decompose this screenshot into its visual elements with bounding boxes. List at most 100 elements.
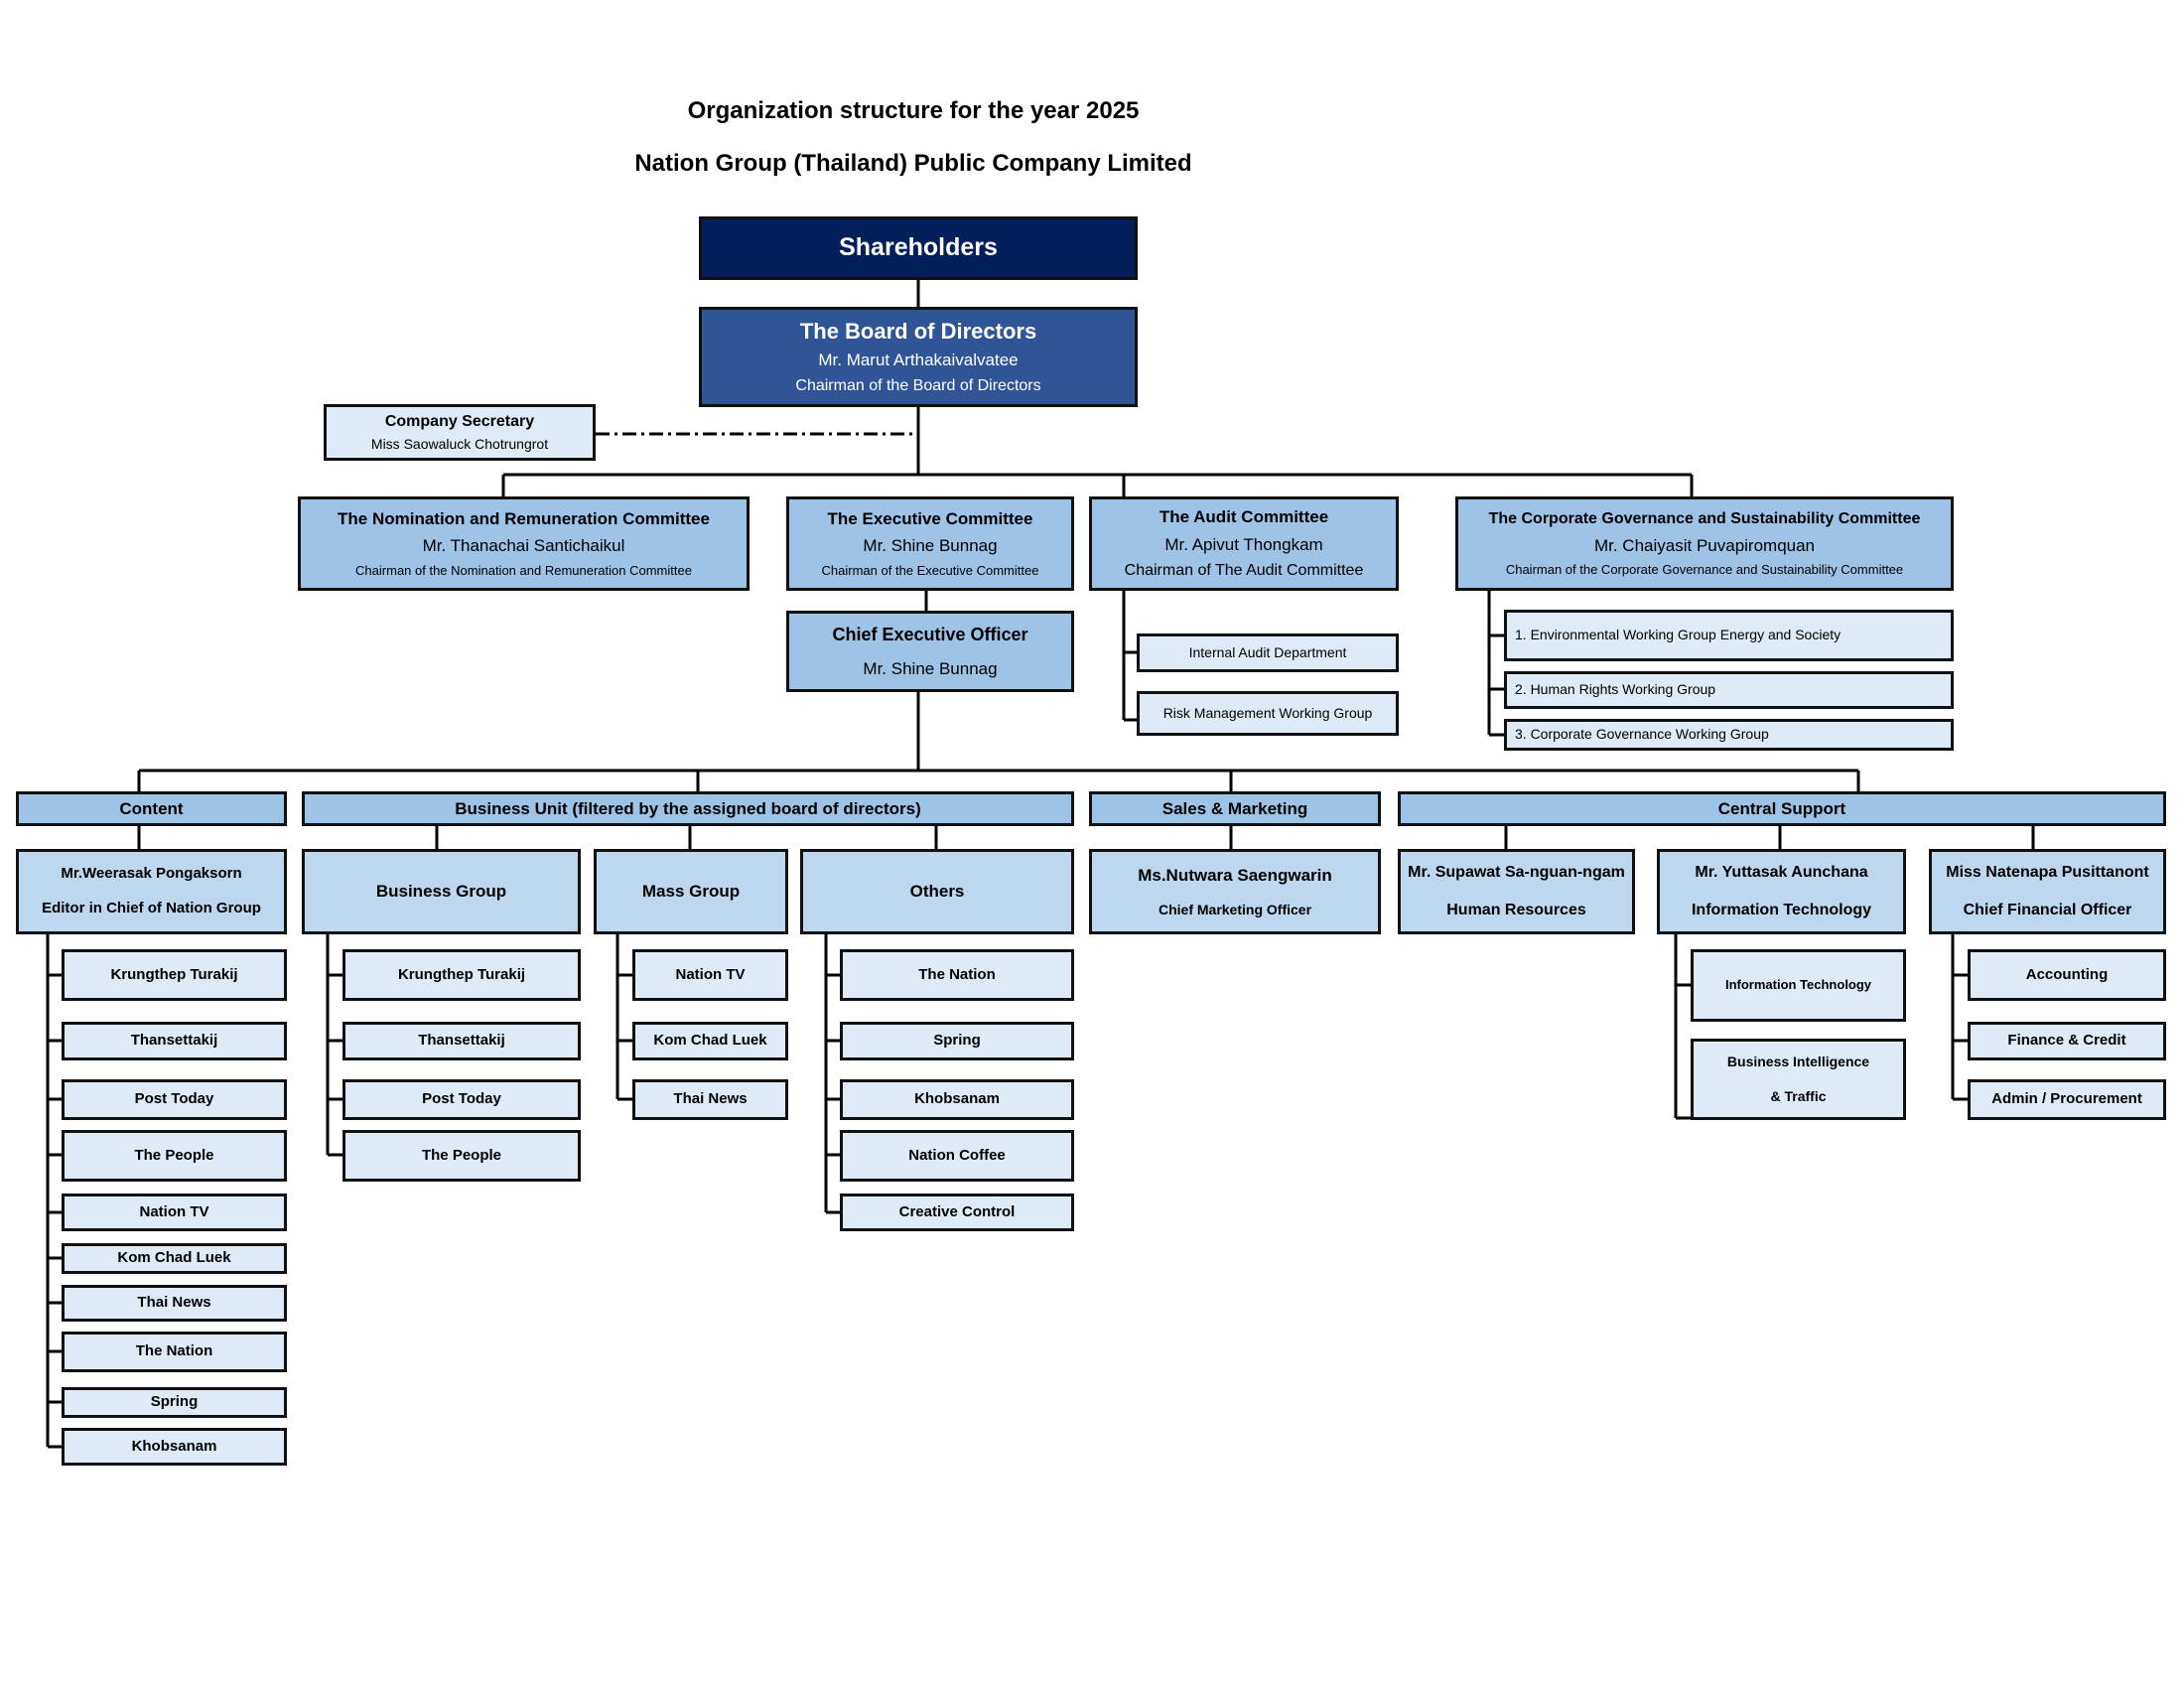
content-item-label: Kom Chad Luek — [117, 1249, 231, 1267]
business-group-item-label: Krungthep Turakij — [397, 965, 526, 983]
sales-marketing-header: Sales & Marketing — [1089, 791, 1381, 826]
it-head-name: Mr. Yuttasak Aunchana — [1695, 864, 1868, 881]
executive-chair-role: Chairman of the Executive Committee — [821, 562, 1039, 578]
content-item-label: Post Today — [134, 1090, 214, 1108]
environmental-working-group-box: 1. Environmental Working Group Energy an… — [1504, 610, 1954, 661]
content-head-box: Mr.Weerasak Pongaksorn Editor in Chief o… — [16, 849, 287, 934]
mass-group-item: Thai News — [632, 1079, 788, 1120]
cfo-item: Accounting — [1968, 949, 2166, 1001]
content-item: Krungthep Turakij — [62, 949, 287, 1001]
content-item: Khobsanam — [62, 1428, 287, 1466]
content-head-role: Editor in Chief of Nation Group — [42, 900, 261, 916]
mass-group-box: Mass Group — [594, 849, 788, 934]
audit-chair-name: Mr. Apivut Thongkam — [1164, 534, 1323, 554]
business-group-item: Post Today — [342, 1079, 581, 1120]
content-item: Post Today — [62, 1079, 287, 1120]
others-item-label: Spring — [933, 1032, 981, 1050]
sales-head-role: Chief Marketing Officer — [1158, 901, 1312, 917]
sales-marketing-title: Sales & Marketing — [1161, 798, 1308, 818]
cfo-item: Finance & Credit — [1968, 1022, 2166, 1060]
hr-head-name: Mr. Supawat Sa-nguan-ngam — [1408, 864, 1625, 881]
cfo-item-label: Accounting — [2025, 965, 2109, 983]
mass-group-item-label: Thai News — [673, 1090, 748, 1108]
audit-chair-role: Chairman of The Audit Committee — [1124, 561, 1364, 579]
it-item-label: Business Intelligence — [1726, 1053, 1870, 1069]
content-item-label: The Nation — [135, 1342, 213, 1360]
others-item-label: Khobsanam — [914, 1090, 1000, 1108]
internal-audit-box: Internal Audit Department — [1137, 633, 1399, 672]
human-rights-working-group-label: 2. Human Rights Working Group — [1515, 681, 1716, 698]
it-item-label: Information Technology — [1724, 977, 1872, 993]
chart-title: Organization structure for the year 2025 — [687, 97, 1140, 124]
central-support-header: Central Support — [1398, 791, 2166, 826]
nomination-chair-role: Chairman of the Nomination and Remunerat… — [355, 562, 692, 578]
board-chair-name: Mr. Marut Arthakaivalvatee — [818, 350, 1019, 369]
governance-committee-box: The Corporate Governance and Sustainabil… — [1455, 496, 1954, 591]
it-item: Information Technology — [1691, 949, 1906, 1022]
executive-title: The Executive Committee — [827, 509, 1033, 529]
business-group-box: Business Group — [302, 849, 581, 934]
human-rights-working-group-box: 2. Human Rights Working Group — [1504, 671, 1954, 709]
governance-working-group-label: 3. Corporate Governance Working Group — [1515, 726, 1769, 743]
it-head-role: Information Technology — [1691, 902, 1872, 918]
nomination-committee-box: The Nomination and Remuneration Committe… — [298, 496, 750, 591]
company-name: Nation Group (Thailand) Public Company L… — [634, 150, 1192, 177]
content-division-header: Content — [16, 791, 287, 826]
ceo-box: Chief Executive Officer Mr. Shine Bunnag — [786, 611, 1074, 692]
board-title: The Board of Directors — [799, 319, 1037, 345]
content-item-label: Thai News — [137, 1294, 211, 1312]
content-item: The People — [62, 1130, 287, 1182]
others-item: Spring — [840, 1022, 1074, 1060]
business-group-item-label: The People — [421, 1146, 502, 1164]
content-item-label: Krungthep Turakij — [110, 965, 238, 983]
nomination-chair-name: Mr. Thanachai Santichaikul — [422, 536, 625, 556]
board-box: The Board of Directors Mr. Marut Arthaka… — [699, 307, 1138, 407]
risk-management-label: Risk Management Working Group — [1162, 704, 1373, 721]
business-group-item: The People — [342, 1130, 581, 1182]
cfo-item: Admin / Procurement — [1968, 1079, 2166, 1120]
ceo-name: Mr. Shine Bunnag — [863, 658, 998, 678]
mass-group-title: Mass Group — [641, 882, 741, 902]
others-group-box: Others — [800, 849, 1074, 934]
hr-head-box: Mr. Supawat Sa-nguan-ngam Human Resource… — [1398, 849, 1635, 934]
content-division-title: Content — [119, 798, 184, 818]
hr-head-role: Human Resources — [1446, 902, 1586, 918]
content-item: Spring — [62, 1387, 287, 1418]
governance-working-group-box: 3. Corporate Governance Working Group — [1504, 719, 1954, 751]
business-group-item-label: Post Today — [422, 1090, 501, 1108]
others-group-title: Others — [909, 882, 965, 902]
content-item-label: Spring — [150, 1393, 199, 1411]
internal-audit-label: Internal Audit Department — [1188, 643, 1347, 660]
executive-chair-name: Mr. Shine Bunnag — [863, 536, 998, 556]
cfo-item-label: Finance & Credit — [2007, 1032, 2126, 1050]
governance-title: The Corporate Governance and Sustainabil… — [1488, 509, 1921, 527]
central-support-title: Central Support — [1717, 798, 1846, 818]
others-item-label: The Nation — [918, 965, 996, 983]
content-head-name: Mr.Weerasak Pongaksorn — [61, 865, 242, 883]
sales-head-box: Ms.Nutwara Saengwarin Chief Marketing Of… — [1089, 849, 1381, 934]
others-item: Khobsanam — [840, 1079, 1074, 1120]
business-group-title: Business Group — [375, 882, 507, 902]
executive-committee-box: The Executive Committee Mr. Shine Bunnag… — [786, 496, 1074, 591]
governance-chair-role: Chairman of the Corporate Governance and… — [1505, 562, 1904, 577]
others-item: Creative Control — [840, 1194, 1074, 1231]
mass-group-item: Nation TV — [632, 949, 788, 1001]
governance-chair-name: Mr. Chaiyasit Puvapiromquan — [1593, 535, 1816, 555]
cfo-head-name: Miss Natenapa Pusittanont — [1946, 864, 2149, 881]
content-item: Nation TV — [62, 1194, 287, 1231]
audit-title: The Audit Committee — [1159, 507, 1329, 527]
secretary-title: Company Secretary — [384, 412, 535, 430]
others-item-label: Creative Control — [898, 1202, 1016, 1220]
nomination-title: The Nomination and Remuneration Committe… — [338, 509, 710, 529]
cfo-head-box: Miss Natenapa Pusittanont Chief Financia… — [1929, 849, 2166, 934]
it-head-box: Mr. Yuttasak Aunchana Information Techno… — [1657, 849, 1906, 934]
others-item: Nation Coffee — [840, 1130, 1074, 1182]
environmental-working-group-label: 1. Environmental Working Group Energy an… — [1515, 627, 1842, 643]
content-item-label: Thansettakij — [130, 1032, 218, 1050]
business-group-item: Thansettakij — [342, 1022, 581, 1060]
board-chair-role: Chairman of the Board of Directors — [795, 376, 1041, 394]
mass-group-item: Kom Chad Luek — [632, 1022, 788, 1060]
content-item: Kom Chad Luek — [62, 1243, 287, 1274]
it-item-label-continued: & Traffic — [1770, 1088, 1827, 1104]
